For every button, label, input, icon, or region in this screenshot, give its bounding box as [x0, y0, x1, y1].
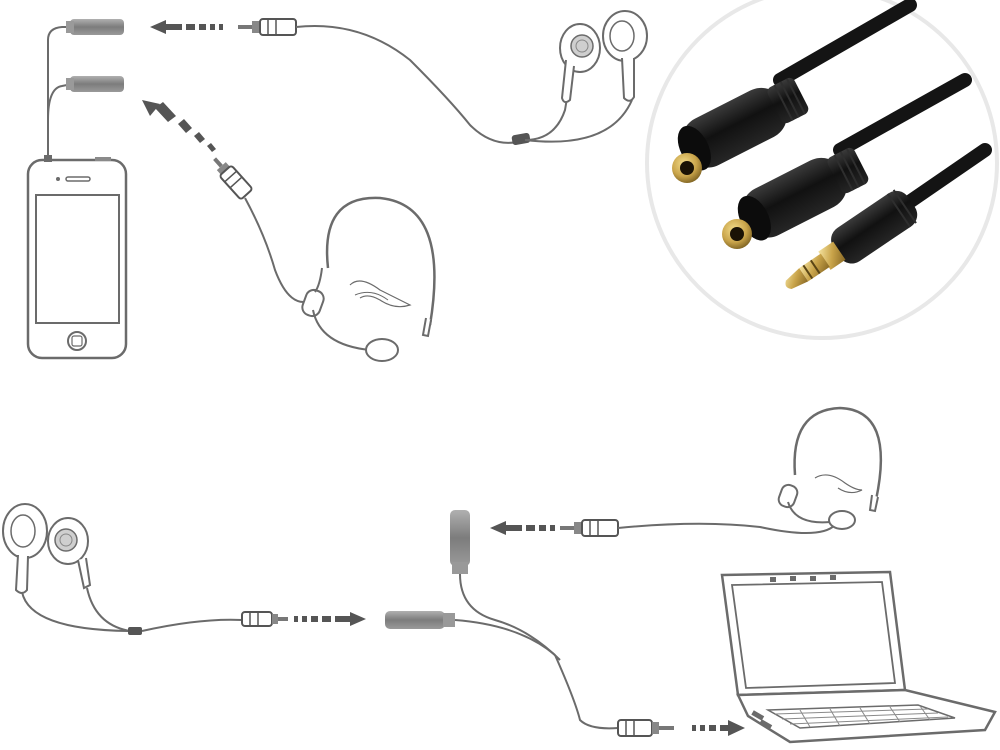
audio-plug-icon	[238, 18, 297, 36]
headset-microphone-icon	[301, 196, 436, 362]
headset-microphone-icon	[777, 406, 883, 530]
audio-plug-icon	[560, 519, 619, 537]
laptop-icon	[720, 570, 997, 744]
earbuds-icon	[2, 503, 131, 632]
earbuds-icon	[524, 10, 648, 143]
y-splitter-cable-icon	[385, 510, 619, 730]
arrow-left-icon	[490, 521, 555, 535]
arrow-right-icon	[692, 720, 745, 736]
splitter-cable-photo	[645, 0, 999, 340]
audio-plug-icon	[241, 611, 288, 627]
audio-plug-icon	[213, 157, 253, 200]
arrow-right-icon	[294, 612, 366, 626]
arrow-left-icon	[150, 20, 223, 34]
audio-plug-icon	[617, 719, 674, 737]
smartphone-icon	[26, 155, 128, 360]
y-splitter-cable-icon	[47, 19, 124, 155]
arrow-left-icon	[142, 100, 216, 152]
